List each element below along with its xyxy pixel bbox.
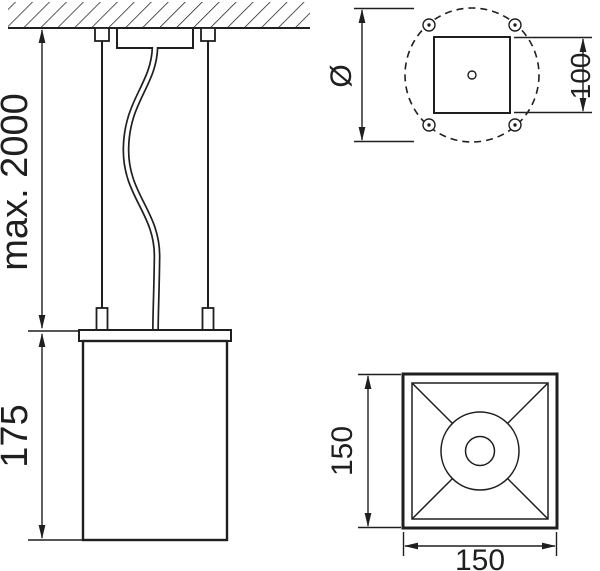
screw-dot	[427, 123, 431, 127]
luminaire-bottom-view	[401, 372, 559, 530]
screw-top-left	[422, 18, 436, 32]
reflector-diagonal-br	[507, 478, 549, 520]
reflector-diagonal-tl	[411, 382, 453, 424]
reflector-diagonal-bl	[411, 478, 453, 520]
dim-bottom-width: 150	[402, 532, 558, 571]
dim-bottom-height-label: 150	[326, 426, 359, 476]
dim-bottom-height: 150	[326, 373, 401, 529]
dim-canopy-diameter-arrow-bottom	[358, 127, 366, 141]
mounting-box	[433, 36, 511, 114]
dim-body-height-label: 175	[0, 404, 36, 467]
dim-canopy-width: 100	[514, 36, 596, 114]
lamp-aperture	[464, 435, 496, 467]
dim-bottom-width-arrow-right	[542, 542, 556, 550]
lamp-top-plate	[78, 329, 232, 342]
wire-fitting-right	[200, 27, 216, 42]
canopy	[116, 27, 194, 49]
dim-bottom-height-arrow-bottom	[364, 513, 372, 527]
screw-bottom-left	[422, 118, 436, 132]
screw-dot	[513, 23, 517, 27]
screw-bottom-right	[508, 118, 522, 132]
screw-dot	[513, 123, 517, 127]
dim-canopy-width-arrow-bottom	[579, 98, 587, 112]
dim-canopy-width-label: 100	[565, 53, 596, 100]
dim-bottom-width-arrow-left	[404, 542, 418, 550]
dim-suspension-arrow-top	[38, 29, 46, 43]
dim-canopy-diameter-label: Ø	[325, 64, 358, 87]
dim-bottom-height-arrow-top	[364, 375, 372, 389]
dim-body-height-arrow-top	[38, 333, 46, 347]
dim-canopy-width-arrow-top	[579, 38, 587, 52]
dim-canopy-diameter-arrow-top	[358, 9, 366, 23]
ceiling-plate-top-view	[404, 7, 540, 143]
reflector-diagonal-tr	[507, 382, 549, 424]
reflector-outer-ring	[440, 411, 520, 491]
screw-top-right	[508, 18, 522, 32]
dim-canopy-diameter: Ø	[325, 7, 414, 143]
wire-fitting-left	[94, 27, 110, 42]
mounting-box-center-hole	[467, 70, 477, 80]
side-view	[8, 2, 310, 542]
dim-suspension-label: max. 2000	[0, 93, 36, 270]
ceiling-hatch	[8, 2, 310, 28]
cable-gripper-right	[201, 307, 215, 332]
dim-body-height-arrow-bottom	[38, 525, 46, 539]
dim-body-height: 175	[0, 333, 83, 541]
cable-gripper-left	[95, 307, 109, 332]
bottom-inner-frame	[411, 382, 549, 520]
lamp-body	[81, 339, 229, 542]
dim-suspension-arrow-bottom	[38, 315, 46, 329]
canopy-dashed-outline	[404, 7, 540, 143]
power-cable-core	[124, 46, 159, 333]
dim-suspension: max. 2000	[0, 29, 79, 332]
screw-dot	[427, 23, 431, 27]
dim-bottom-width-label: 150	[455, 544, 505, 571]
